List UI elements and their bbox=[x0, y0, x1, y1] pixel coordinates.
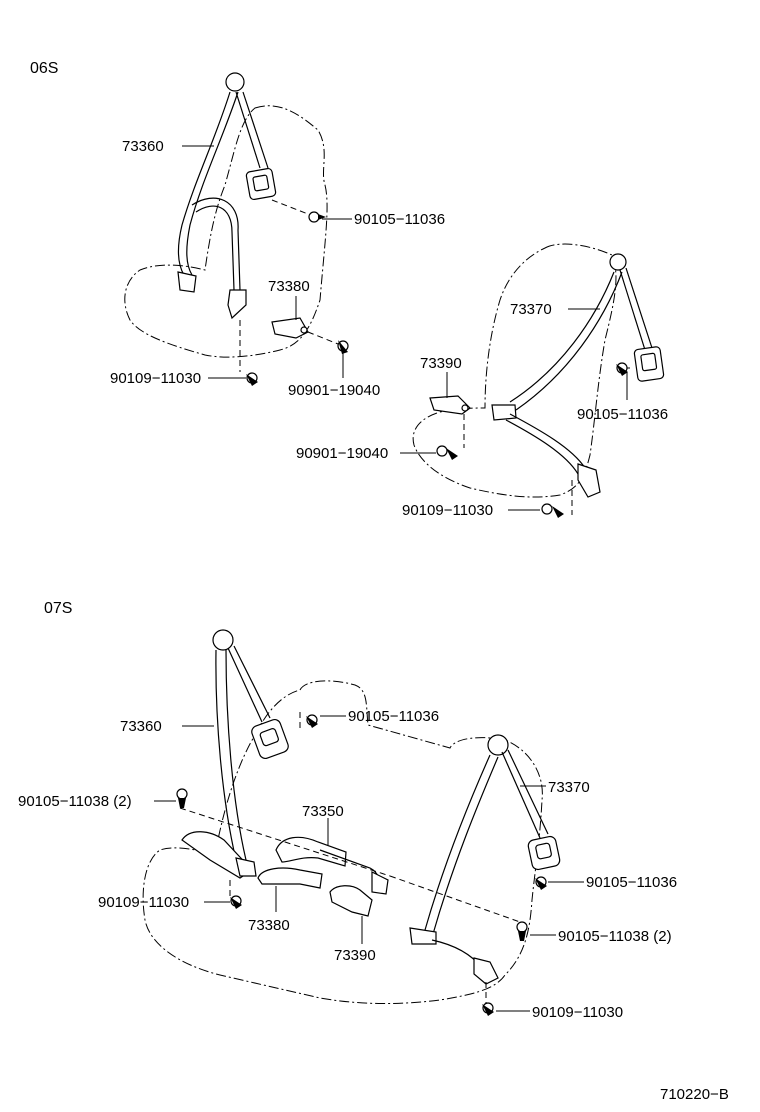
bolt-90901-19040-06s-right bbox=[436, 414, 465, 460]
bolt-90105-11038-07s-right bbox=[516, 921, 528, 941]
left-seat-outline-06s bbox=[124, 105, 328, 358]
bolt-90105-11036-07s-left bbox=[306, 714, 318, 728]
buckle-73380-07s bbox=[257, 867, 323, 889]
callouts-07s: 90105−11036 73360 73370 90105−11038 (2) … bbox=[18, 708, 677, 1021]
label-73350-07s: 73350 bbox=[302, 803, 344, 820]
seat-belt-73370-07s bbox=[409, 734, 561, 985]
label-90105-11036-06s-left: 90105−11036 bbox=[354, 211, 445, 228]
label-73380-06s: 73380 bbox=[268, 278, 310, 295]
label-90105-11038-07s-left: 90105−11038 (2) bbox=[18, 793, 132, 810]
label-90901-19040-06s-right: 90901−19040 bbox=[296, 445, 388, 462]
bolt-90109-11030-07s-right bbox=[482, 1002, 494, 1016]
label-90105-11036-07s-left: 90105−11036 bbox=[348, 708, 439, 725]
bolt-90109-11030-06s-right bbox=[541, 480, 573, 518]
section-label-07s: 07S bbox=[44, 600, 72, 617]
bolt-90105-11036-07s-right bbox=[535, 876, 547, 890]
diagram-code: 710220−B bbox=[660, 1086, 729, 1103]
label-90105-11038-07s-right: 90105−11038 (2) bbox=[558, 928, 672, 945]
buckle-73390-07s bbox=[329, 885, 373, 917]
buckle-73390-06s bbox=[429, 395, 471, 415]
label-73370-07s: 73370 bbox=[548, 779, 590, 796]
label-73390-06s: 73390 bbox=[420, 355, 462, 372]
label-90109-11030-06s-right: 90109−11030 bbox=[402, 502, 493, 519]
label-90105-11036-06s-right: 90105−11036 bbox=[577, 406, 668, 423]
section-label-06s: 06S bbox=[30, 60, 58, 77]
seat-belt-73360-06s bbox=[177, 72, 277, 320]
bolt-90901-19040-06s-left bbox=[307, 331, 349, 354]
seat-belt-73360-07s bbox=[181, 629, 289, 879]
callouts-06s-right: 73370 73390 90105−11036 90901−19040 9010… bbox=[296, 301, 668, 519]
label-73380-07s: 73380 bbox=[248, 917, 290, 934]
label-90105-11036-07s-right: 90105−11036 bbox=[586, 874, 677, 891]
bolt-90109-11030-06s-left bbox=[239, 320, 258, 386]
center-belt-73350-07s bbox=[275, 836, 389, 895]
label-90109-11030-06s-left: 90109−11030 bbox=[110, 370, 201, 387]
label-90109-11030-07s-left: 90109−11030 bbox=[98, 894, 189, 911]
label-73390-07s: 73390 bbox=[334, 947, 376, 964]
label-73370-06s: 73370 bbox=[510, 301, 552, 318]
label-90109-11030-07s-right: 90109−11030 bbox=[532, 1004, 623, 1021]
bolt-90105-11036-06s-left bbox=[271, 199, 326, 223]
buckle-73380-06s bbox=[271, 317, 309, 339]
label-90901-19040-06s-left: 90901−19040 bbox=[288, 382, 380, 399]
right-seat-outline-06s bbox=[412, 243, 617, 498]
bolt-90105-11036-06s-right bbox=[616, 362, 630, 376]
bolt-90105-11038-07s-left bbox=[176, 788, 188, 808]
label-73360-07s: 73360 bbox=[120, 718, 162, 735]
callouts-06s-left: 73360 90105−11036 73380 90901−19040 9010… bbox=[110, 138, 445, 399]
seat-belt-73370-06s bbox=[491, 253, 665, 498]
label-73360-06s: 73360 bbox=[122, 138, 164, 155]
anchor-dashed-lines-07s bbox=[179, 712, 521, 1004]
bolt-90109-11030-07s-left bbox=[230, 895, 242, 909]
